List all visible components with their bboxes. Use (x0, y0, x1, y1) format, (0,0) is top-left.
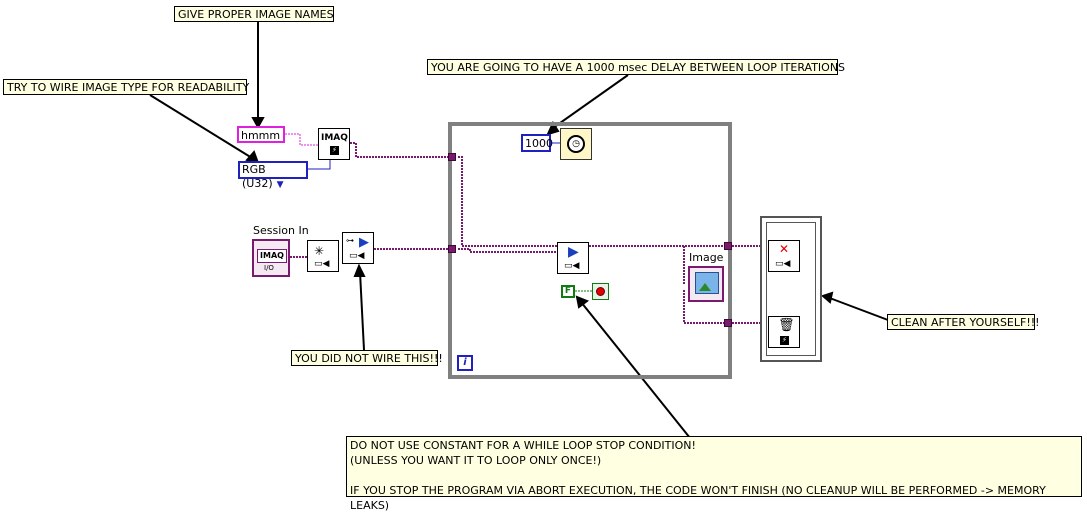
iteration-terminal: i (457, 355, 473, 371)
stop-constant[interactable]: F (561, 285, 575, 298)
camera-icon: ▭◀ (775, 259, 791, 269)
stop-condition-terminal[interactable] (592, 283, 609, 300)
arrow-delay (552, 74, 629, 129)
camera-icon: ▭◀ (314, 259, 330, 269)
loop-tunnel-image-in (448, 153, 456, 161)
arrow-stop (580, 301, 691, 439)
string-wire (285, 133, 318, 146)
image-type-value: RGB (U32) (242, 163, 273, 190)
camera-icon: ▭◀ (349, 251, 365, 261)
io-icon: I/O (264, 264, 274, 272)
enum-wire (308, 160, 331, 170)
watch-icon: ◷ (567, 135, 585, 153)
note-stop-condition: DO NOT USE CONSTANT FOR A WHILE LOOP STO… (346, 436, 1082, 512)
session-in-control[interactable]: IMAQ I/O (252, 239, 290, 277)
session-io-name: IMAQ (257, 249, 287, 263)
picture-icon (695, 272, 719, 294)
image-name-constant[interactable]: hmmm (237, 126, 285, 143)
delay-constant[interactable]: 1000 (521, 134, 553, 152)
imaq-configure-grab-vi[interactable]: ▶ ⊶ ▭◀ (342, 232, 374, 264)
image-wire-in-loop (458, 156, 558, 247)
image-type-enum[interactable]: RGB (U32)▼ (238, 161, 308, 190)
note-stop-line2: (UNLESS YOU WANT IT TO LOOP ONLY ONCE!) (350, 454, 602, 467)
image-indicator[interactable] (688, 266, 724, 302)
imaq-close-camera-vi[interactable]: ✕ ▭◀ (768, 240, 800, 272)
camera-icon: ▭◀ (564, 261, 580, 271)
note-cleanup: CLEAN AFTER YOURSELF!!! (887, 314, 1040, 330)
note-image-names: GIVE PROPER IMAGE NAMES (174, 6, 334, 22)
note-stop-line3: IF YOU STOP THE PROGRAM VIA ABORT EXECUT… (350, 484, 1046, 512)
session-in-label: Session In (253, 224, 309, 237)
imaq-create-vi[interactable]: IMAQ ⚡ (318, 128, 350, 160)
play-icon: ▶ (568, 244, 579, 260)
imaq-open-camera-vi[interactable]: ✳ ▭◀ (307, 240, 339, 272)
loop-tunnel-image-out (724, 242, 732, 250)
loop-tunnel-session-out (724, 319, 732, 327)
play-icon: ▶ (359, 235, 369, 250)
loop-tunnel-session-in (448, 245, 456, 253)
image-wire-top (350, 142, 450, 158)
imaq-dispose-vi[interactable]: 🗑 ⚡ (768, 316, 800, 348)
close-icon: ✕ (779, 242, 790, 256)
arrow-not-wired (359, 271, 365, 351)
lightning-icon: ⚡ (330, 146, 339, 155)
config-icon: ⊶ (346, 236, 354, 245)
wait-ms-function[interactable]: ◷ (560, 128, 592, 160)
note-image-type: TRY TO WIRE IMAGE TYPE FOR READABILITY (3, 79, 249, 95)
note-delay: YOU ARE GOING TO HAVE A 1000 msec DELAY … (427, 59, 845, 75)
dropdown-arrow-icon: ▼ (276, 180, 284, 190)
imaq-grab-acquire-vi[interactable]: ▶ ▭◀ (557, 242, 589, 274)
note-not-wired: YOU DID NOT WIRE THIS!!! (291, 350, 443, 366)
image-indicator-label: Image (689, 251, 724, 264)
trash-icon: 🗑 (778, 318, 795, 333)
note-stop-line1: DO NOT USE CONSTANT FOR A WHILE LOOP STO… (350, 439, 696, 452)
lightning-icon: ⚡ (780, 336, 789, 345)
imaq-create-label: IMAQ (321, 133, 348, 143)
arrow-image-type (149, 94, 253, 159)
open-document-icon: ✳ (314, 244, 325, 258)
arrow-cleanup (826, 296, 889, 321)
